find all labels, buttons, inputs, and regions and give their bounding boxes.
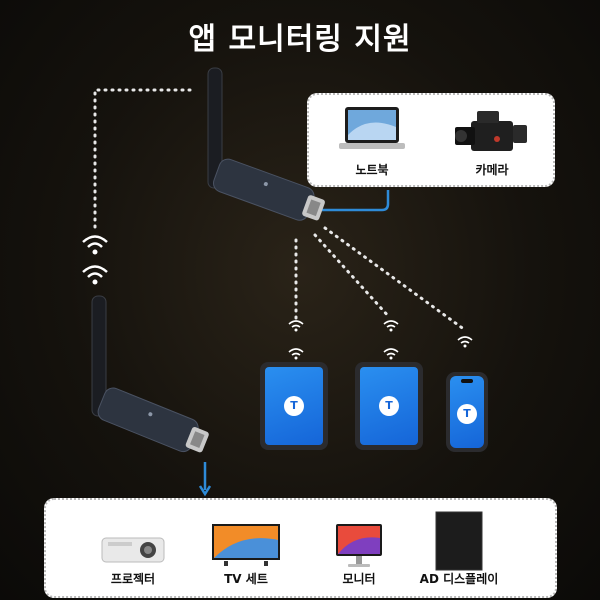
wifi-icon [383,348,399,360]
output-devices-panel: 프로젝터 TV 세트 모니터 AD 디스플레이 [44,498,557,598]
laptop-icon [339,107,405,149]
projector-icon [101,537,165,563]
tv-icon [212,524,280,566]
ad-display-icon [435,511,483,571]
laptop-label: 노트북 [355,163,389,177]
camera-label: 카메라 [475,163,509,177]
wifi-icon [383,320,399,332]
wifi-icon [82,265,108,285]
source-devices-panel: 노트북 카메라 [307,93,555,187]
link-to-tablet-2 [313,233,392,320]
tablet-device: T [355,362,423,450]
arrow-down-icon [198,485,212,497]
hdmi-link-to-sources [322,190,390,212]
wifi-icon [457,336,473,348]
wireless-link-line [93,88,192,230]
projector-label: 프로젝터 [110,572,156,586]
wifi-icon [288,320,304,332]
tv-label: TV 세트 [224,572,268,586]
app-logo-icon: T [379,396,399,416]
app-logo-icon: T [457,404,477,424]
ad-display-label: AD 디스플레이 [419,572,499,586]
link-to-phone [323,226,467,332]
phone-screen: T [450,376,484,448]
app-logo-icon: T [284,396,304,416]
phone-notch [461,379,473,383]
receiver-dongle [91,295,209,453]
tablet-screen: T [360,367,418,445]
wifi-icon [288,348,304,360]
tablet-screen: T [265,367,323,445]
phone-device: T [446,372,488,452]
monitor-icon [336,524,382,567]
monitor-label: 모니터 [342,572,376,586]
camera-icon [455,111,527,151]
page-title: 앱 모니터링 지원 [188,22,412,57]
tablet-device: T [260,362,328,450]
wifi-icon [82,235,108,255]
transmitter-dongle [207,67,325,221]
